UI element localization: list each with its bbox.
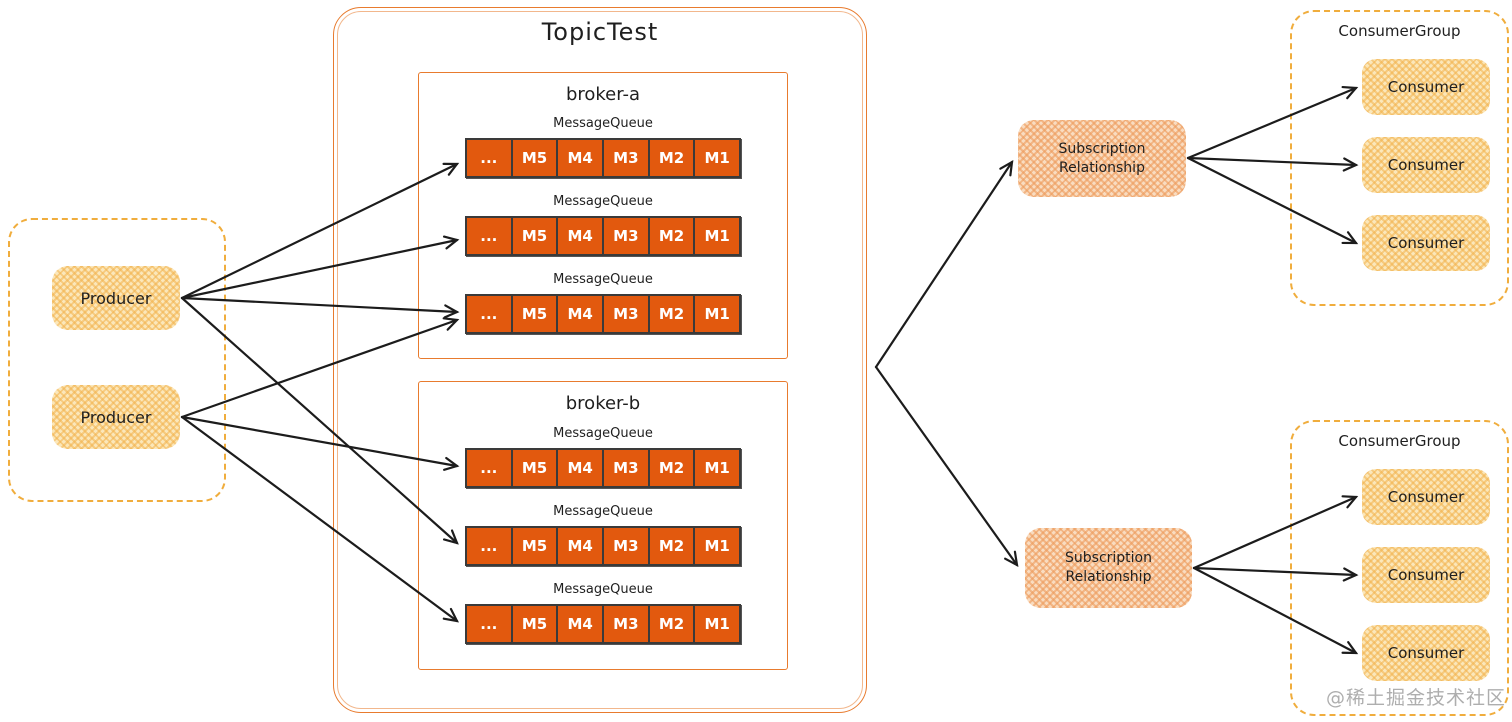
consumer-node-2-3: Consumer [1362, 625, 1490, 681]
subscription-relationship-1: Subscription Relationship [1018, 120, 1186, 197]
queue-cell: M4 [556, 450, 602, 486]
queue-cell: M1 [693, 296, 739, 332]
queue-cell: M1 [693, 528, 739, 564]
message-queue-label: MessageQueue [553, 194, 653, 209]
consumer-label: Consumer [1387, 156, 1465, 174]
consumer-node-2-1: Consumer [1362, 469, 1490, 525]
broker-a-queue-2: MessageQueue ... M5 M4 M3 M2 M1 [465, 194, 741, 256]
queue-cell: M2 [647, 296, 694, 332]
message-queue-label: MessageQueue [553, 426, 653, 441]
message-queue-label: MessageQueue [553, 116, 653, 131]
queue-cell: ... [480, 615, 498, 633]
consumer-node-1-3: Consumer [1362, 215, 1490, 271]
consumer-label: Consumer [1387, 488, 1465, 506]
consumer-label: Consumer [1387, 78, 1465, 96]
queue-cell: M4 [556, 218, 602, 254]
queue-cell: M5 [510, 606, 557, 642]
queue-cell: M5 [510, 450, 557, 486]
queue-cell: ... [480, 149, 498, 167]
message-queue-label: MessageQueue [553, 272, 653, 287]
producer-1-label: Producer [80, 288, 152, 308]
queue-cell: M2 [647, 528, 694, 564]
queue-cell: M3 [602, 140, 648, 176]
consumer-group-2-title: ConsumerGroup [1338, 432, 1461, 450]
queue-cell: M2 [647, 140, 694, 176]
consumer-group-1-title: ConsumerGroup [1338, 22, 1461, 40]
queue-cell: M1 [693, 450, 739, 486]
message-queue-row: ... M5 M4 M3 M2 M1 [465, 526, 741, 566]
queue-cell: M4 [556, 528, 602, 564]
queue-cell: M4 [556, 296, 602, 332]
queue-cell: M2 [647, 606, 694, 642]
queue-cell: ... [480, 305, 498, 323]
queue-cell: M4 [556, 140, 602, 176]
queue-cell: M1 [693, 218, 739, 254]
broker-b-queue-1: MessageQueue ... M5 M4 M3 M2 M1 [465, 426, 741, 488]
consumer-label: Consumer [1387, 234, 1465, 252]
consumer-node-1-2: Consumer [1362, 137, 1490, 193]
broker-a-name: broker-a [565, 84, 641, 105]
broker-a-queue-3: MessageQueue ... M5 M4 M3 M2 M1 [465, 272, 741, 334]
queue-cell: M2 [647, 450, 694, 486]
topic-title: TopicTest [541, 18, 659, 46]
consumer-node-2-2: Consumer [1362, 547, 1490, 603]
producer-2-label: Producer [80, 407, 152, 427]
message-queue-row: ... M5 M4 M3 M2 M1 [465, 294, 741, 334]
message-queue-row: ... M5 M4 M3 M2 M1 [465, 138, 741, 178]
arrow-topic-to-subscription2 [874, 365, 1019, 568]
queue-cell: M2 [647, 218, 694, 254]
queue-cell: M5 [510, 140, 557, 176]
queue-cell: M3 [602, 218, 648, 254]
subscription-2-label: Subscription Relationship [1065, 550, 1152, 585]
broker-b-queue-3: MessageQueue ... M5 M4 M3 M2 M1 [465, 582, 741, 644]
queue-cell: M4 [556, 606, 602, 642]
queue-cell: M3 [602, 450, 648, 486]
broker-a-queue-1: MessageQueue ... M5 M4 M3 M2 M1 [465, 116, 741, 178]
message-queue-label: MessageQueue [553, 504, 653, 519]
producers-group-container [8, 218, 226, 502]
message-queue-row: ... M5 M4 M3 M2 M1 [465, 604, 741, 644]
arrow-topic-to-subscription1 [874, 159, 1014, 369]
producer-node-2: Producer [52, 385, 180, 449]
consumer-node-1-1: Consumer [1362, 59, 1490, 115]
subscription-1-label: Subscription Relationship [1058, 140, 1146, 176]
producer-node-1: Producer [52, 266, 180, 330]
queue-cell: M1 [693, 140, 739, 176]
subscription-relationship-2: Subscription Relationship [1025, 528, 1192, 608]
message-queue-row: ... M5 M4 M3 M2 M1 [465, 448, 741, 488]
queue-cell: ... [480, 459, 498, 477]
queue-cell: M3 [602, 606, 648, 642]
message-queue-row: ... M5 M4 M3 M2 M1 [465, 216, 741, 256]
broker-b-queue-2: MessageQueue ... M5 M4 M3 M2 M1 [465, 504, 741, 566]
queue-cell: M5 [510, 218, 557, 254]
queue-cell: M5 [510, 296, 557, 332]
queue-cell: M3 [602, 296, 648, 332]
queue-cell: ... [480, 227, 498, 245]
consumer-label: Consumer [1387, 566, 1465, 584]
message-queue-label: MessageQueue [553, 582, 653, 597]
queue-cell: M1 [693, 606, 739, 642]
broker-b-name: broker-b [565, 393, 641, 414]
watermark-text: @稀土掘金技术社区 [1326, 687, 1507, 709]
queue-cell: M3 [602, 528, 648, 564]
queue-cell: M5 [510, 528, 557, 564]
queue-cell: ... [480, 537, 498, 555]
consumer-label: Consumer [1387, 644, 1465, 662]
